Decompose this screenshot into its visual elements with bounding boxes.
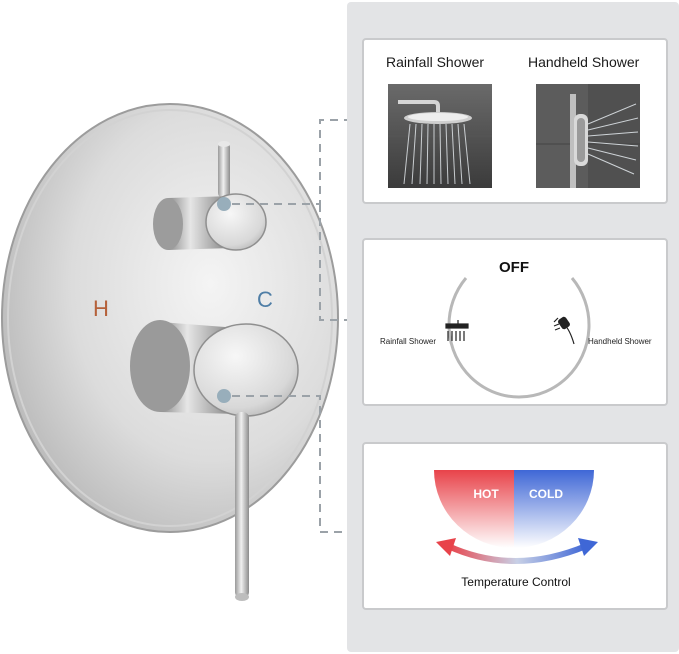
diverter-knob-face [205, 193, 267, 251]
trim-plate [1, 103, 339, 533]
mixing-callout-dot [217, 389, 231, 403]
cold-zone [514, 470, 594, 548]
diverter-right-label: Handheld Shower [588, 337, 652, 346]
temperature-arrow-left-head [436, 538, 456, 556]
cold-label: COLD [529, 487, 563, 501]
handheld-shower-photo [536, 84, 640, 188]
temperature-caption: Temperature Control [461, 575, 570, 589]
diverter-diagram: OFF Rainfall Shower Handheld Shower [380, 259, 652, 399]
temperature-card: HOT COLD Temperature Control [362, 442, 668, 610]
off-label: OFF [499, 259, 529, 276]
handheld-shower-label: Handheld Shower [528, 54, 640, 70]
hot-zone [434, 470, 514, 548]
cold-marker: C [257, 287, 273, 312]
diverter-left-label: Rainfall Shower [380, 337, 436, 346]
mixing-lever [235, 412, 249, 598]
hot-label: HOT [473, 487, 499, 501]
handheld-shower-icon [553, 316, 575, 345]
rainfall-shower-label: Rainfall Shower [386, 54, 485, 70]
diverter-lever [218, 142, 230, 198]
hot-marker: H [93, 296, 109, 321]
rainfall-shower-photo [388, 84, 492, 188]
temperature-diagram: HOT COLD Temperature Control [434, 470, 598, 589]
rainfall-shower-icon [445, 320, 469, 341]
diverter-callout-dot [217, 197, 231, 211]
mixing-handle-face [193, 323, 299, 417]
diverter-card: OFF Rainfall Shower Handheld Shower [362, 238, 668, 406]
diverter-dial-arc [447, 277, 591, 399]
temperature-arrow [446, 543, 588, 564]
temperature-arrow-right-head [578, 538, 598, 556]
outlet-card: Rainfall Shower Handheld Shower [362, 38, 668, 204]
